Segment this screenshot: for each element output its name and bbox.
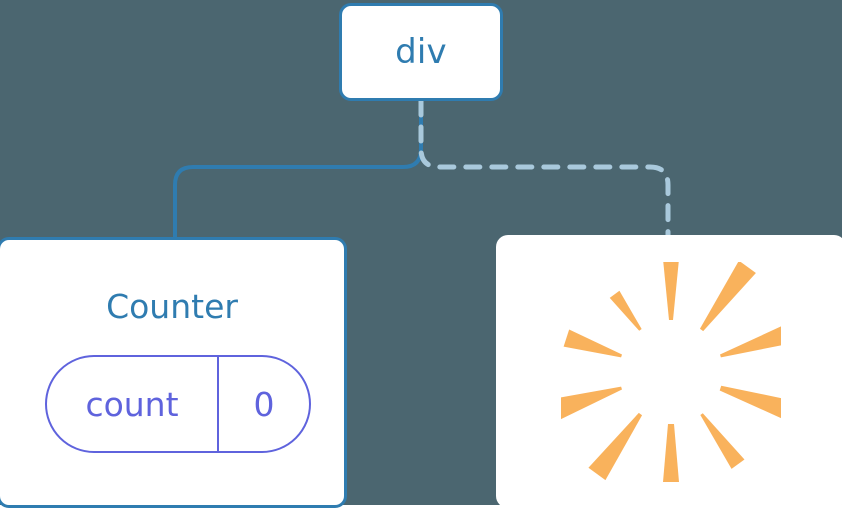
node-div-label: div <box>395 32 447 72</box>
prop-badge-count[interactable]: count 0 <box>45 355 311 453</box>
node-div[interactable]: div <box>339 3 503 101</box>
spinner-container <box>496 235 842 508</box>
node-counter[interactable]: Counter count 0 <box>0 237 347 508</box>
spinner-ray-7 <box>561 386 623 419</box>
prop-key: count <box>47 357 219 451</box>
node-spinner[interactable] <box>496 235 842 508</box>
loading-spinner-icon <box>561 261 781 482</box>
spinner-ray-9 <box>609 290 642 331</box>
node-counter-label: Counter <box>106 287 238 326</box>
spinner-ray-8 <box>563 328 623 357</box>
spinner-ray-3 <box>719 385 781 418</box>
spinner-ray-6 <box>588 412 643 480</box>
spinner-ray-4 <box>700 412 745 469</box>
spinner-ray-2 <box>719 325 781 357</box>
spinner-ray-1 <box>699 261 756 331</box>
prop-value: 0 <box>253 384 275 424</box>
edge-div-to-spinner <box>418 98 671 241</box>
spinner-ray-0 <box>663 261 679 320</box>
edge-div-to-counter <box>173 99 423 242</box>
spinner-ray-5 <box>663 423 679 482</box>
